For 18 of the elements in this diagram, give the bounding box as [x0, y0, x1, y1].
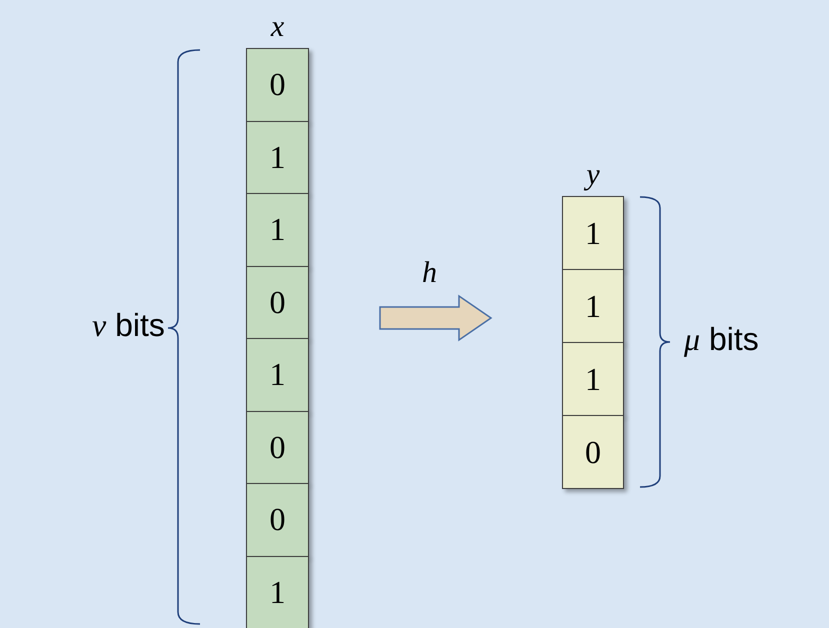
bit-cell: 0: [246, 266, 309, 339]
variable-label: y: [583, 158, 601, 192]
block-arrow: [379, 294, 492, 342]
bit-count-label: μ bits: [684, 321, 759, 358]
function-label: h: [422, 256, 437, 290]
bit-cell: 1: [562, 196, 624, 270]
variable-label: x: [270, 10, 286, 44]
bit-cell: 0: [562, 415, 624, 489]
bit-cell: 1: [562, 342, 624, 416]
bit-cell: 1: [562, 269, 624, 343]
bit-count-label: v bits: [92, 307, 165, 344]
bit-cell: 0: [246, 48, 309, 122]
bit-cell: 1: [246, 338, 309, 412]
bit-cell: 0: [246, 483, 309, 556]
bit-cell: 1: [246, 193, 309, 266]
bit-cell: 1: [246, 120, 309, 194]
bit-cell: 1: [246, 556, 309, 628]
bit-cell: 0: [246, 410, 309, 484]
